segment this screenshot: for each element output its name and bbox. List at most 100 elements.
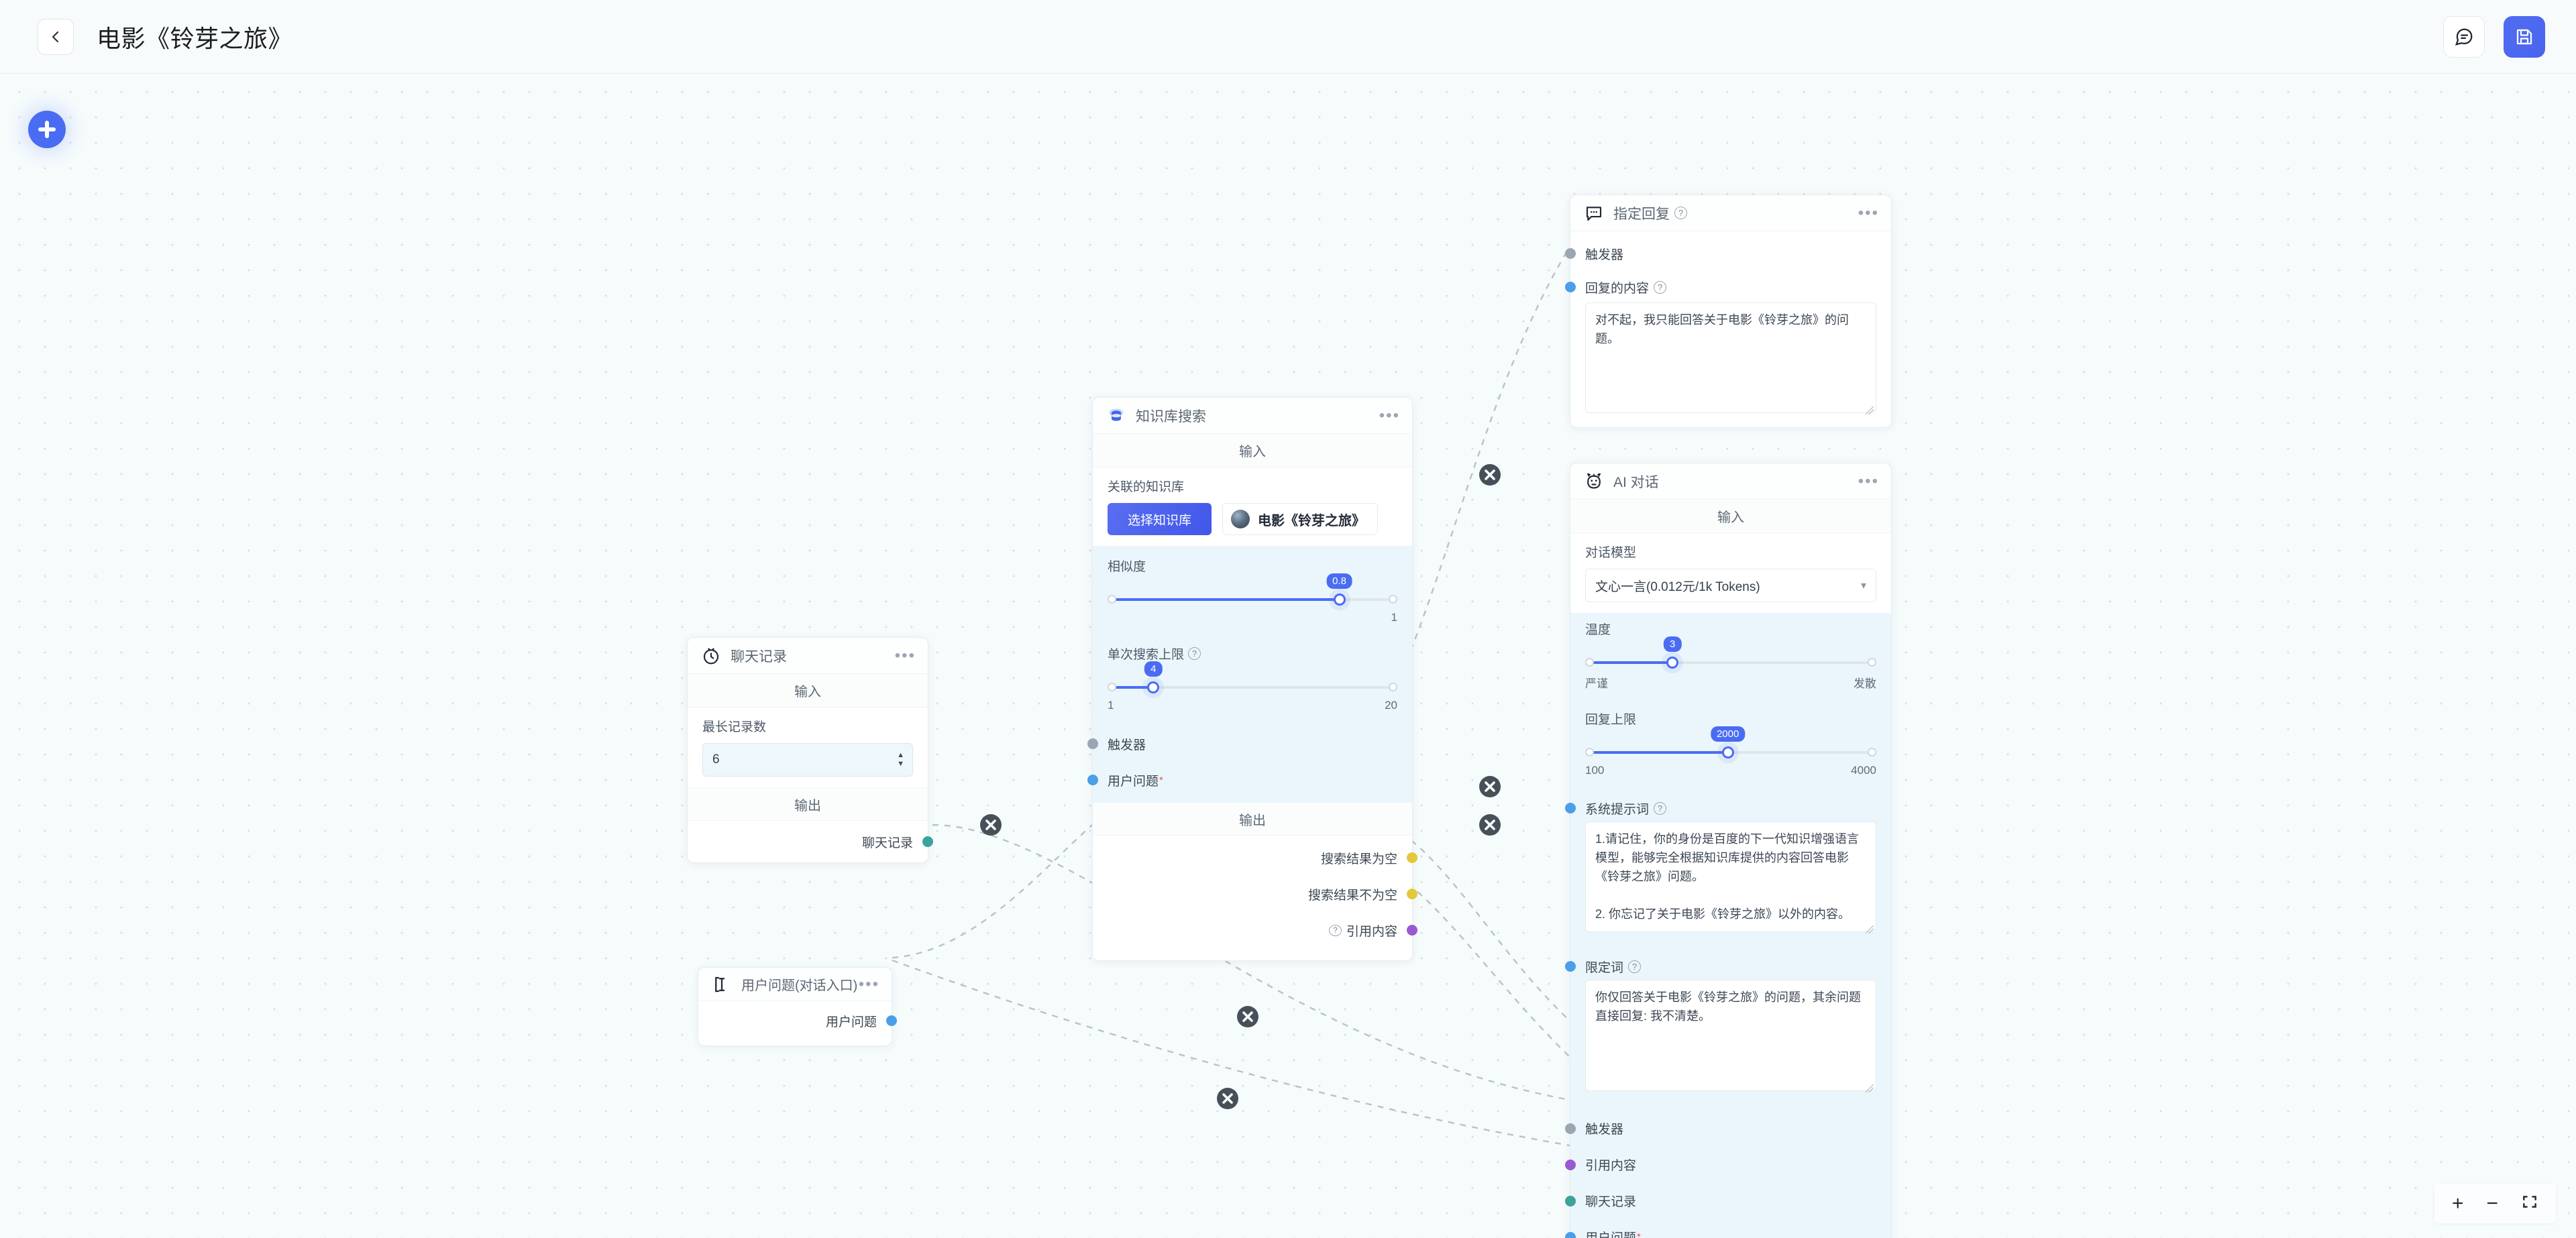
node-chat-history[interactable]: 聊天记录 ••• 输入 最长记录数 6 ▲ ▼ 输出 聊天记录 (687, 637, 933, 863)
kb-chip[interactable]: 电影《铃芽之旅》 (1222, 503, 1379, 535)
max-tokens-slider[interactable]: 2000 (1585, 726, 1876, 760)
similarity-slider[interactable]: 0.8 (1108, 573, 1397, 607)
node-header[interactable]: 聊天记录 ••• (688, 638, 928, 674)
port-user-question-in[interactable]: 用户问题* (1565, 1219, 1876, 1238)
node-kb-search[interactable]: 知识库搜索 ••• 输入 关联的知识库 选择知识库 电影《铃芽之旅》 相似度 (1087, 397, 1417, 961)
temperature-scale: 严谨 发散 (1585, 674, 1876, 691)
port-trigger-in[interactable]: 触发器 (1565, 235, 1876, 272)
port-trigger-in[interactable]: 触发器 (1565, 1111, 1876, 1147)
add-node-button[interactable] (28, 111, 66, 148)
help-icon[interactable]: ? (1188, 647, 1201, 660)
port-qualifier-in[interactable]: 限定词 ? (1565, 953, 1876, 980)
node-header[interactable]: 指定回复 ? ••• (1570, 195, 1891, 231)
port-dot[interactable] (1565, 961, 1576, 972)
port-dot[interactable] (922, 836, 933, 847)
node-header[interactable]: AI 对话 ••• (1570, 463, 1891, 500)
slider-knob[interactable] (1333, 594, 1346, 606)
comment-button[interactable] (2443, 15, 2485, 58)
help-icon[interactable]: ? (1654, 801, 1667, 815)
max-records-stepper[interactable]: 6 ▲ ▼ (702, 743, 913, 777)
port-dot[interactable] (1565, 248, 1576, 259)
port-dot[interactable] (1087, 775, 1098, 785)
slider-fill (1110, 686, 1157, 689)
stepper-arrows[interactable]: ▲ ▼ (897, 744, 904, 776)
port-dot[interactable] (1565, 803, 1576, 813)
port-quote-in[interactable]: 引用内容 (1565, 1147, 1876, 1183)
temperature-value-bubble: 3 (1664, 636, 1682, 652)
temperature-slider[interactable]: 3 (1585, 636, 1876, 670)
qualifier-textarea[interactable] (1585, 980, 1876, 1091)
slider-knob[interactable] (1147, 681, 1160, 693)
port-dot[interactable] (1565, 1159, 1576, 1170)
stepper-down-icon[interactable]: ▼ (897, 760, 904, 768)
zoom-in-button[interactable]: + (2451, 1192, 2464, 1215)
flow-canvas[interactable]: 聊天记录 ••• 输入 最长记录数 6 ▲ ▼ 输出 聊天记录 (0, 74, 2576, 1238)
zoom-controls: + − (2434, 1184, 2556, 1223)
similarity-value-bubble: 0.8 (1326, 573, 1353, 589)
reply-content-textarea[interactable] (1585, 302, 1876, 414)
help-icon[interactable]: ? (1328, 924, 1342, 936)
node-body: 最长记录数 6 ▲ ▼ (688, 708, 928, 787)
port-dot[interactable] (1087, 738, 1098, 749)
back-button[interactable] (38, 18, 74, 55)
reply-content-wrap (1585, 302, 1876, 416)
ai-input-ports: 触发器 引用内容 聊天记录 用户问题* (1565, 1105, 1891, 1238)
help-icon[interactable]: ? (1654, 280, 1667, 294)
node-menu-button[interactable]: ••• (1858, 471, 1879, 490)
system-prompt-textarea[interactable] (1585, 822, 1876, 933)
port-result-empty[interactable]: 搜索结果为空 (1108, 840, 1417, 876)
select-kb-button[interactable]: 选择知识库 (1108, 503, 1212, 535)
port-dot[interactable] (1565, 282, 1576, 292)
slider-cap-left (1585, 658, 1594, 667)
port-system-prompt-in[interactable]: 系统提示词 ? (1565, 795, 1876, 822)
max-tokens-min: 100 (1585, 764, 1605, 777)
port-dot[interactable] (1407, 889, 1417, 899)
node-user-question[interactable]: 用户问题(对话入口) ••• 用户问题 (698, 967, 897, 1046)
limit-value-bubble: 4 (1144, 661, 1163, 677)
node-menu-button[interactable]: ••• (1858, 203, 1879, 222)
port-user-question-in[interactable]: 用户问题* (1087, 762, 1397, 798)
port-chat-history-in[interactable]: 聊天记录 (1565, 1183, 1876, 1219)
port-quote-content[interactable]: ? 引用内容 (1108, 912, 1417, 948)
node-body: 关联的知识库 选择知识库 电影《铃芽之旅》 (1093, 467, 1412, 546)
node-specified-reply[interactable]: 指定回复 ? ••• 触发器 回复的内容 ? (1565, 194, 1892, 429)
node-menu-button[interactable]: ••• (858, 974, 879, 993)
limit-slider[interactable]: 4 (1108, 661, 1397, 695)
node-outputs: 用户问题 (698, 1001, 897, 1046)
save-button[interactable] (2504, 15, 2545, 58)
section-input-label: 输入 (1570, 500, 1891, 533)
help-icon[interactable]: ? (1628, 960, 1642, 973)
system-prompt-wrap (1585, 822, 1876, 936)
zoom-out-button[interactable]: − (2486, 1192, 2498, 1215)
port-dot[interactable] (1407, 925, 1417, 936)
slider-knob[interactable] (1721, 746, 1734, 758)
port-dot[interactable] (886, 1015, 897, 1026)
model-label: 对话模型 (1585, 546, 1637, 560)
fit-screen-button[interactable] (2521, 1193, 2538, 1214)
port-dot[interactable] (1565, 1123, 1576, 1134)
node-menu-button[interactable]: ••• (1379, 406, 1400, 425)
node-menu-button[interactable]: ••• (894, 646, 916, 665)
port-chat-history-out[interactable]: 聊天记录 (702, 824, 933, 860)
node-ai-chat[interactable]: AI 对话 ••• 输入 对话模型 文心一言(0.012元/1k Tokens)… (1565, 463, 1892, 1238)
port-trigger-in[interactable]: 触发器 (1087, 726, 1397, 762)
model-select[interactable]: 文心一言(0.012元/1k Tokens) ▾ (1585, 569, 1876, 602)
port-dot[interactable] (1407, 852, 1417, 863)
port-reply-content-in[interactable]: 回复的内容 ? (1565, 272, 1876, 302)
node-header[interactable]: 知识库搜索 ••• (1093, 398, 1412, 434)
temperature-label: 温度 (1585, 623, 1611, 637)
temperature-max: 发散 (1854, 677, 1876, 690)
help-icon[interactable]: ? (1674, 207, 1687, 219)
port-result-not-empty[interactable]: 搜索结果不为空 (1108, 876, 1417, 912)
port-dot[interactable] (1565, 1231, 1576, 1238)
similarity-label: 相似度 (1108, 560, 1146, 574)
chat-bubble-icon (2455, 28, 2473, 46)
section-input-label: 输入 (1093, 434, 1412, 467)
node-header[interactable]: 用户问题(对话入口) ••• (698, 968, 892, 1001)
port-dot[interactable] (1565, 1195, 1576, 1206)
fit-screen-icon (2523, 1196, 2536, 1208)
stepper-up-icon[interactable]: ▲ (897, 751, 904, 759)
port-user-question-out[interactable]: 用户问题 (713, 1003, 897, 1039)
slider-knob[interactable] (1666, 657, 1679, 669)
slider-fill (1588, 751, 1731, 754)
